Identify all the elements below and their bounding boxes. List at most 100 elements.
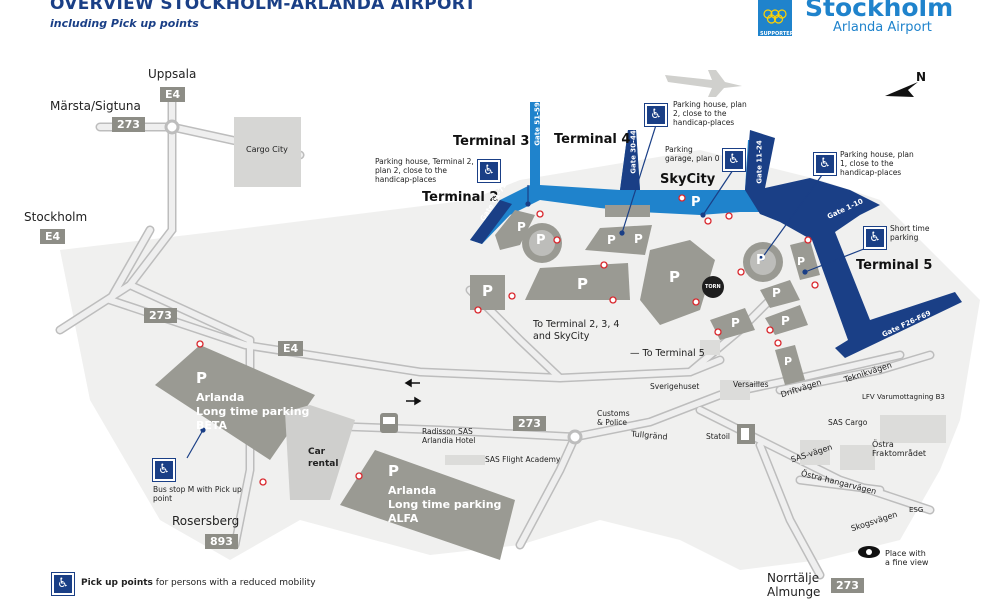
eye-icon — [858, 546, 880, 558]
place-marsta: Märsta/Sigtuna — [50, 99, 141, 113]
place-almunge: Almunge — [767, 585, 821, 599]
wheelchair-icon: ♿ — [153, 459, 175, 481]
wheelchair-icon: ♿ — [814, 153, 836, 175]
road-shield-e4-north: E4 — [160, 87, 186, 102]
place-norrtalje: Norrtälje — [767, 571, 820, 585]
compass-label: N — [916, 70, 927, 84]
road-shield-273-mid: 273 — [513, 416, 546, 431]
building-ostra-frakt: Östra Fraktområdet — [872, 440, 926, 458]
road-network — [55, 90, 935, 580]
legend-view-line1: Place with — [885, 549, 926, 558]
parking-beta-p: P — [196, 369, 207, 387]
road-shield-273-north: 273 — [112, 117, 145, 132]
place-rosersberg: Rosersberg — [172, 514, 240, 528]
tower-label: TORN — [705, 284, 721, 290]
parking-alfa-line3: ALFA — [388, 512, 419, 525]
parking-alfa-p: P — [388, 462, 399, 480]
note-parking-t2: Parking house, Terminal 2, plan 2, close… — [375, 157, 474, 184]
road-shield-273-west: 273 — [144, 308, 177, 323]
building-flight-academy: SAS Flight Academy — [485, 455, 561, 464]
logo-badge-text: SUPPORTER — [760, 31, 794, 37]
terminal-4-label: Terminal 4 — [554, 132, 631, 147]
logo-badge — [758, 0, 792, 36]
logo-sub: Arlanda Airport — [833, 20, 932, 35]
note-parking-p1: Parking house, plan 1, close to the hand… — [840, 150, 914, 177]
pickup-dots — [196, 194, 819, 486]
parking-lots — [155, 205, 820, 560]
parking-p-label: P — [517, 220, 526, 234]
legend-bold: Pick up points — [81, 578, 153, 588]
road-shield-e4-mid: E4 — [278, 341, 304, 356]
parking-beta-line2: Long time parking — [196, 405, 310, 418]
parking-p-label: P — [772, 286, 781, 300]
building-sverigehuset: Sverigehuset — [650, 382, 700, 391]
wheelchair-icon: ♿ — [864, 227, 886, 249]
wheelchair-icon: ♿ — [52, 573, 74, 595]
building-lfv: LFV Varumottagning B3 — [862, 393, 945, 401]
road-shield-e4-west: E4 — [40, 229, 66, 244]
parking-beta-line3: BETA — [196, 419, 228, 432]
wheelchair-icon: ♿ — [645, 104, 667, 126]
bus-icon — [380, 413, 398, 433]
terminal-3-label: Terminal 3 — [453, 134, 530, 149]
car-rental-label: Car rental — [308, 447, 339, 469]
cargo-city-building — [234, 117, 301, 187]
note-garage-p0: Parking garage, plan 0 — [665, 145, 720, 163]
parking-p-label: P — [482, 282, 493, 300]
building-radisson: Radisson SAS Arlandia Hotel — [422, 427, 476, 445]
legend-rest: for persons with a reduced mobility — [155, 578, 316, 588]
parking-p-label: P — [691, 195, 701, 210]
road-shield-893: 893 — [205, 534, 238, 549]
terminal-buildings — [470, 102, 962, 358]
fuel-station-icon — [737, 424, 755, 444]
note-short-time: Short time parking — [890, 224, 930, 242]
parking-p-label: P — [756, 253, 766, 268]
logo-main: Stockholm — [805, 0, 954, 22]
road-shield-273-south: 273 — [831, 578, 864, 593]
legend-view-line2: a fine view — [885, 558, 929, 567]
parking-p-label: P — [634, 232, 643, 246]
gate-51-59: Gate 51-59 — [533, 102, 542, 146]
gate-30-44: Gate 30-44 — [629, 130, 638, 174]
terminal-5-label: Terminal 5 — [856, 258, 933, 273]
parking-p-label: P — [797, 255, 806, 268]
building-esg: ESG — [909, 506, 924, 514]
building-versailles: Versailles — [733, 380, 769, 389]
parking-p-label: P — [784, 355, 793, 368]
control-tower — [702, 276, 724, 298]
direction-t234: To Terminal 2, 3, 4 and SkyCity — [533, 319, 620, 342]
map-subtitle: including Pick up points — [50, 17, 199, 30]
parking-p-label: P — [577, 275, 588, 293]
direction-arrows-icon — [404, 378, 422, 406]
terminal-2-label: Terminal 2 — [422, 190, 499, 205]
skycity-label: SkyCity — [660, 172, 716, 187]
cargo-city-label: Cargo City — [246, 145, 288, 154]
plane-icon — [665, 70, 742, 97]
legend: Pick up points for persons with a reduce… — [81, 578, 316, 588]
parking-beta-line1: Arlanda — [196, 391, 245, 404]
misc-buildings — [445, 340, 946, 470]
parking-p-label: P — [781, 314, 790, 328]
place-uppsala: Uppsala — [148, 67, 197, 81]
wheelchair-icon: ♿ — [723, 149, 745, 171]
parking-p-label: P — [536, 233, 546, 248]
callout-lines — [186, 124, 875, 459]
direction-t5: — To Terminal 5 — [630, 348, 705, 359]
parking-alfa-line2: Long time parking — [388, 498, 502, 511]
parking-p-label: P — [607, 233, 616, 247]
building-sas-cargo: SAS Cargo — [828, 418, 868, 427]
wheelchair-icon: ♿ — [478, 160, 500, 182]
north-arrow-icon — [885, 82, 918, 97]
direction-t5-text: To Terminal 5 — [642, 348, 705, 359]
map-title: OVERVIEW STOCKHOLM-ARLANDA AIRPORT — [50, 0, 477, 14]
place-stockholm: Stockholm — [24, 210, 88, 224]
building-statoil: Statoil — [706, 432, 730, 441]
round-parking-houses — [522, 223, 783, 282]
parking-alfa-line1: Arlanda — [388, 484, 437, 497]
gate-11-24: Gate 11-24 — [755, 140, 764, 184]
parking-p-label: P — [731, 316, 740, 330]
note-bus-stop: Bus stop M with Pick up point — [153, 485, 242, 503]
parking-p-label: P — [669, 268, 680, 286]
